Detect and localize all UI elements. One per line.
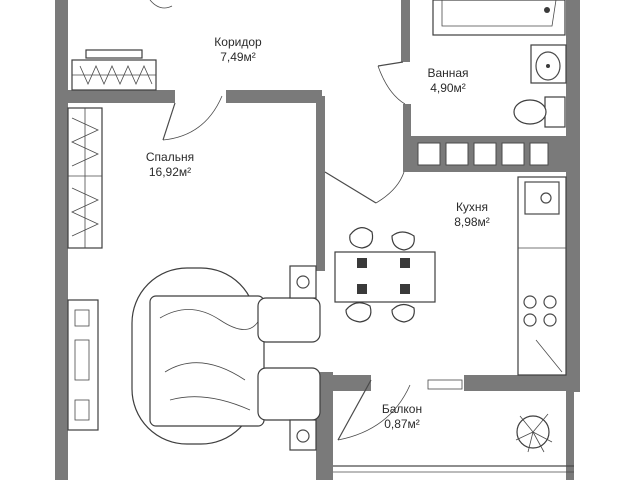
outer-wall-right [566, 0, 580, 392]
dining-table [334, 251, 436, 303]
bathroom-label: Ванная 4,90м² [408, 66, 488, 96]
walls [55, 0, 580, 480]
balcony-window [427, 379, 463, 390]
wall-openings [417, 142, 549, 166]
toilet [513, 96, 566, 128]
kitchen-door [324, 171, 405, 204]
bedroom-wardrobe [67, 107, 103, 249]
balcony-outline [333, 465, 574, 473]
bedroom-desk [67, 299, 99, 431]
kitchen-name: Кухня [455, 200, 489, 214]
bathroom-sink [530, 44, 567, 84]
outer-wall-left [55, 0, 68, 480]
balcony-area: 0,87м² [384, 417, 420, 431]
dining-chairs [345, 227, 415, 323]
balcony-label: Балкон 0,87м² [360, 402, 444, 432]
kitchen-area: 8,98м² [454, 215, 490, 229]
corridor-name: Коридор [214, 35, 262, 49]
balcony-wall-right [566, 375, 574, 480]
bedroom-kitchen-wall [316, 96, 325, 271]
bathroom-area: 4,90м² [430, 81, 466, 95]
bedroom-door [162, 95, 223, 141]
corridor-bedroom-wall-right [226, 90, 322, 103]
bed [131, 265, 321, 451]
bedroom-name: Спальня [145, 150, 195, 164]
bedroom-label: Спальня 16,92м² [128, 150, 212, 180]
kitchen-balcony-wall-left [316, 375, 371, 391]
corridor-bedroom-wall-left [55, 90, 175, 103]
kitchen-label: Кухня 8,98м² [430, 200, 514, 230]
corridor-area: 7,49м² [220, 50, 256, 64]
bathtub [432, 0, 566, 36]
balcony-name: Балкон [381, 402, 423, 416]
bedroom-area: 16,92м² [148, 165, 192, 179]
balcony-plant [515, 413, 553, 453]
kitchen-counter [517, 176, 567, 376]
doors [162, 61, 463, 441]
corridor-furniture-arc [149, 0, 173, 9]
balcony-door [337, 379, 411, 441]
corridor-wardrobe [71, 49, 157, 91]
bathroom-name: Ванная [427, 66, 469, 80]
bathroom-door [377, 61, 406, 105]
kitchen-balcony-wall-right [464, 375, 580, 391]
bathroom-wall-left [401, 0, 410, 62]
corridor-label: Коридор 7,49м² [196, 35, 280, 65]
